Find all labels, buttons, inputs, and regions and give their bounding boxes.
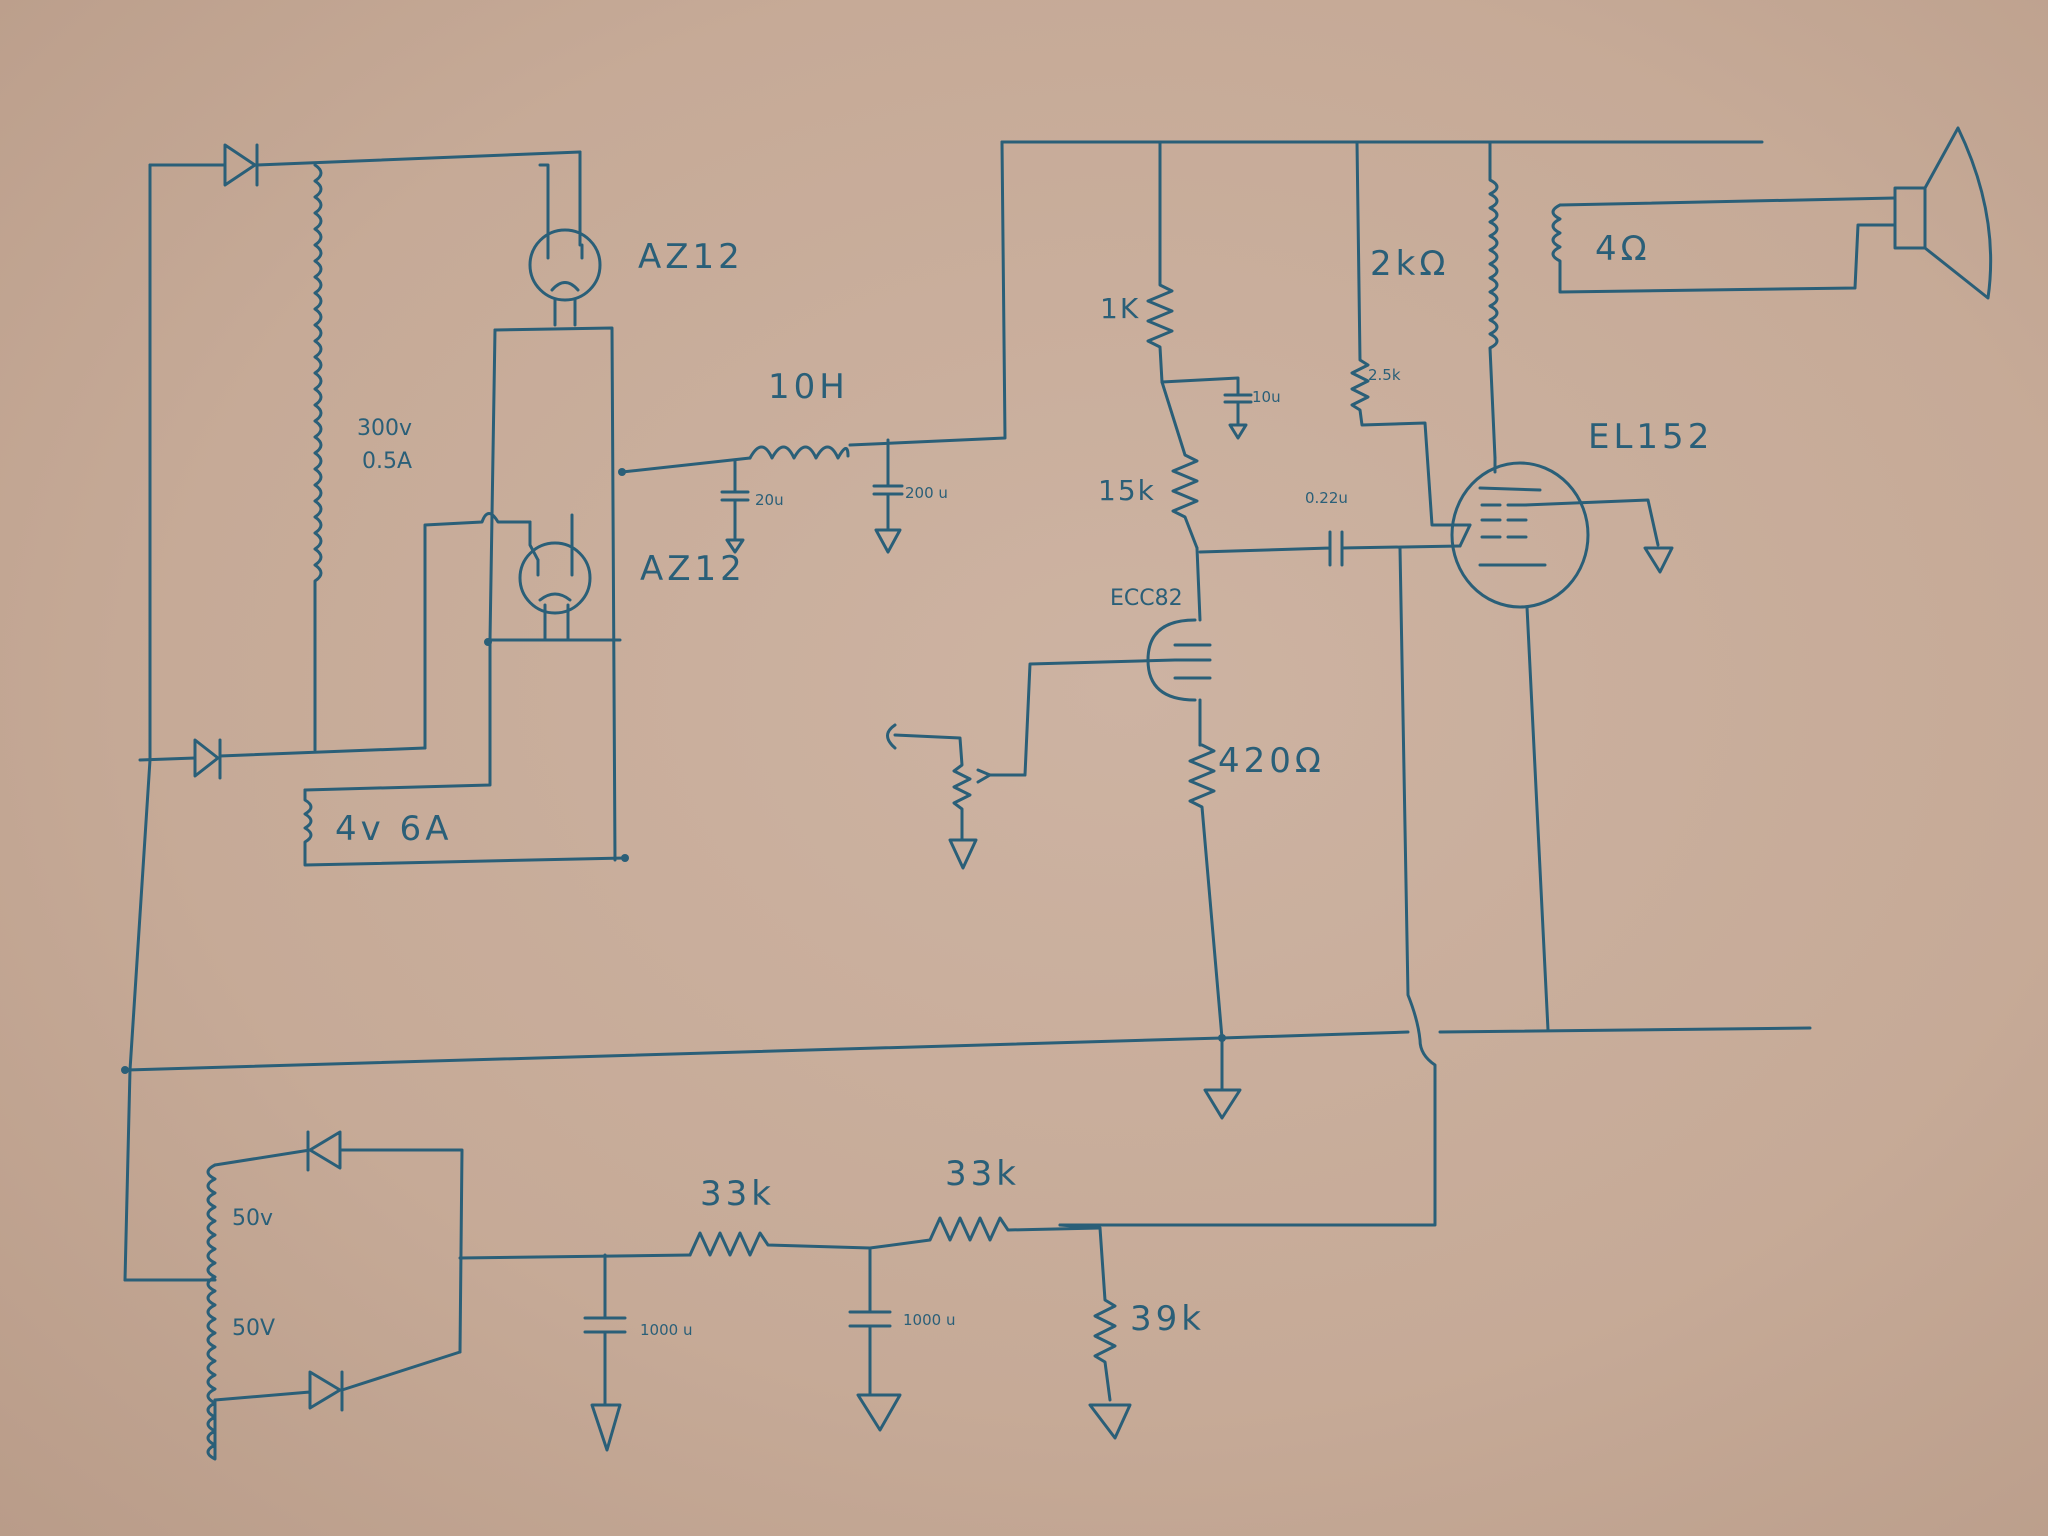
label-az12-bottom: AZ12 — [640, 549, 746, 589]
capacitor-20u — [720, 458, 750, 554]
label-cap-200u: 200 u — [905, 484, 948, 502]
grid-bias-wire — [1058, 523, 1472, 1227]
label-res-33k-b: 33k — [945, 1154, 1020, 1194]
preamp-tube-ecc82 — [988, 546, 1212, 777]
junction-dot — [484, 638, 492, 646]
label-res-33k-a: 33k — [700, 1174, 775, 1214]
label-heater-winding: 4v 6A — [335, 809, 452, 849]
coupling-capacitor — [1198, 530, 1462, 567]
label-cap-20u: 20u — [755, 491, 784, 509]
choke-out-wire — [848, 140, 1007, 447]
diode-bottom — [138, 738, 427, 780]
capacitor-1000u-b — [848, 1246, 902, 1432]
label-transformer-primary: 2kΩ — [1370, 244, 1449, 284]
label-bias-50v-top: 50v — [232, 1206, 273, 1231]
power-supply: AZ12 AZ12 300v 0.5A 4v 6A — [123, 143, 746, 1282]
label-bias-50v-bottom: 50V — [232, 1316, 275, 1341]
label-tube-ecc82: ECC82 — [1110, 586, 1183, 611]
bias-diode-top — [213, 1130, 464, 1354]
label-res-1k: 1K — [1100, 292, 1140, 325]
capacitor-200u — [872, 438, 904, 554]
label-hv-current: 0.5A — [362, 449, 412, 474]
capacitor-1000u-a — [583, 1253, 627, 1452]
label-cap-10u: 10u — [1252, 388, 1281, 406]
ground-rail — [121, 1026, 1812, 1120]
label-cap-1000u-a: 1000 u — [640, 1321, 692, 1339]
bias-winding — [206, 1163, 217, 1461]
bias-out-wire — [458, 1253, 692, 1260]
label-hv-voltage: 300v — [357, 416, 412, 441]
label-cap-1000u-b: 1000 u — [903, 1311, 955, 1329]
label-tube-el152: EL152 — [1588, 417, 1713, 457]
ground-symbol — [1203, 1036, 1242, 1120]
choke-coil — [748, 445, 850, 460]
resistor-33k-a — [688, 1231, 872, 1257]
heater-winding — [303, 788, 627, 867]
ground-rail-wire — [123, 1026, 1812, 1072]
filter-section: 10H 20u 200 u — [620, 140, 1007, 554]
output-stage: 2kΩ 4Ω 2.5k EL152 — [1058, 126, 1993, 1227]
input-jack-icon — [886, 723, 897, 750]
rectifier-tube-top — [493, 150, 617, 862]
volume-potentiometer — [886, 723, 992, 870]
resistor-2k5 — [1350, 140, 1472, 527]
bias-supply: 50v 50V 33k 33k 39k 1000 u 1000 u — [123, 1130, 1205, 1461]
speaker-icon — [1893, 126, 1993, 300]
resistor-33k-b — [868, 1216, 1102, 1250]
label-transformer-secondary: 4Ω — [1595, 229, 1651, 269]
resistor-15k — [1160, 380, 1199, 550]
rectifier-tube-bottom — [303, 328, 622, 792]
hv-secondary-winding — [313, 163, 323, 752]
label-res-2k5: 2.5k — [1368, 366, 1401, 384]
junction-dot — [121, 1066, 129, 1074]
preamp-stage: 1K 10u 15k ECC82 420Ω 0.22u — [886, 140, 1764, 1040]
left-rail-wire — [123, 163, 152, 1282]
resistor-39k — [1088, 1226, 1132, 1440]
label-az12-top: AZ12 — [638, 237, 744, 277]
output-transformer-primary — [1488, 140, 1499, 460]
resistor-1k — [1146, 140, 1174, 384]
label-choke: 10H — [768, 367, 849, 407]
bias-diode-bottom — [213, 1350, 462, 1412]
power-tube-el152 — [1450, 456, 1674, 1032]
resistor-420-ohm — [1188, 743, 1224, 1040]
label-res-15k: 15k — [1098, 474, 1156, 507]
filter-wire — [620, 456, 752, 474]
label-cap-022: 0.22u — [1305, 489, 1348, 507]
capacitor-10u — [1160, 376, 1253, 440]
label-res-39k: 39k — [1130, 1299, 1205, 1339]
label-res-420: 420Ω — [1218, 741, 1325, 781]
output-transformer-secondary — [1551, 196, 1897, 294]
tap-wire — [423, 512, 532, 750]
diode-top — [148, 143, 582, 187]
